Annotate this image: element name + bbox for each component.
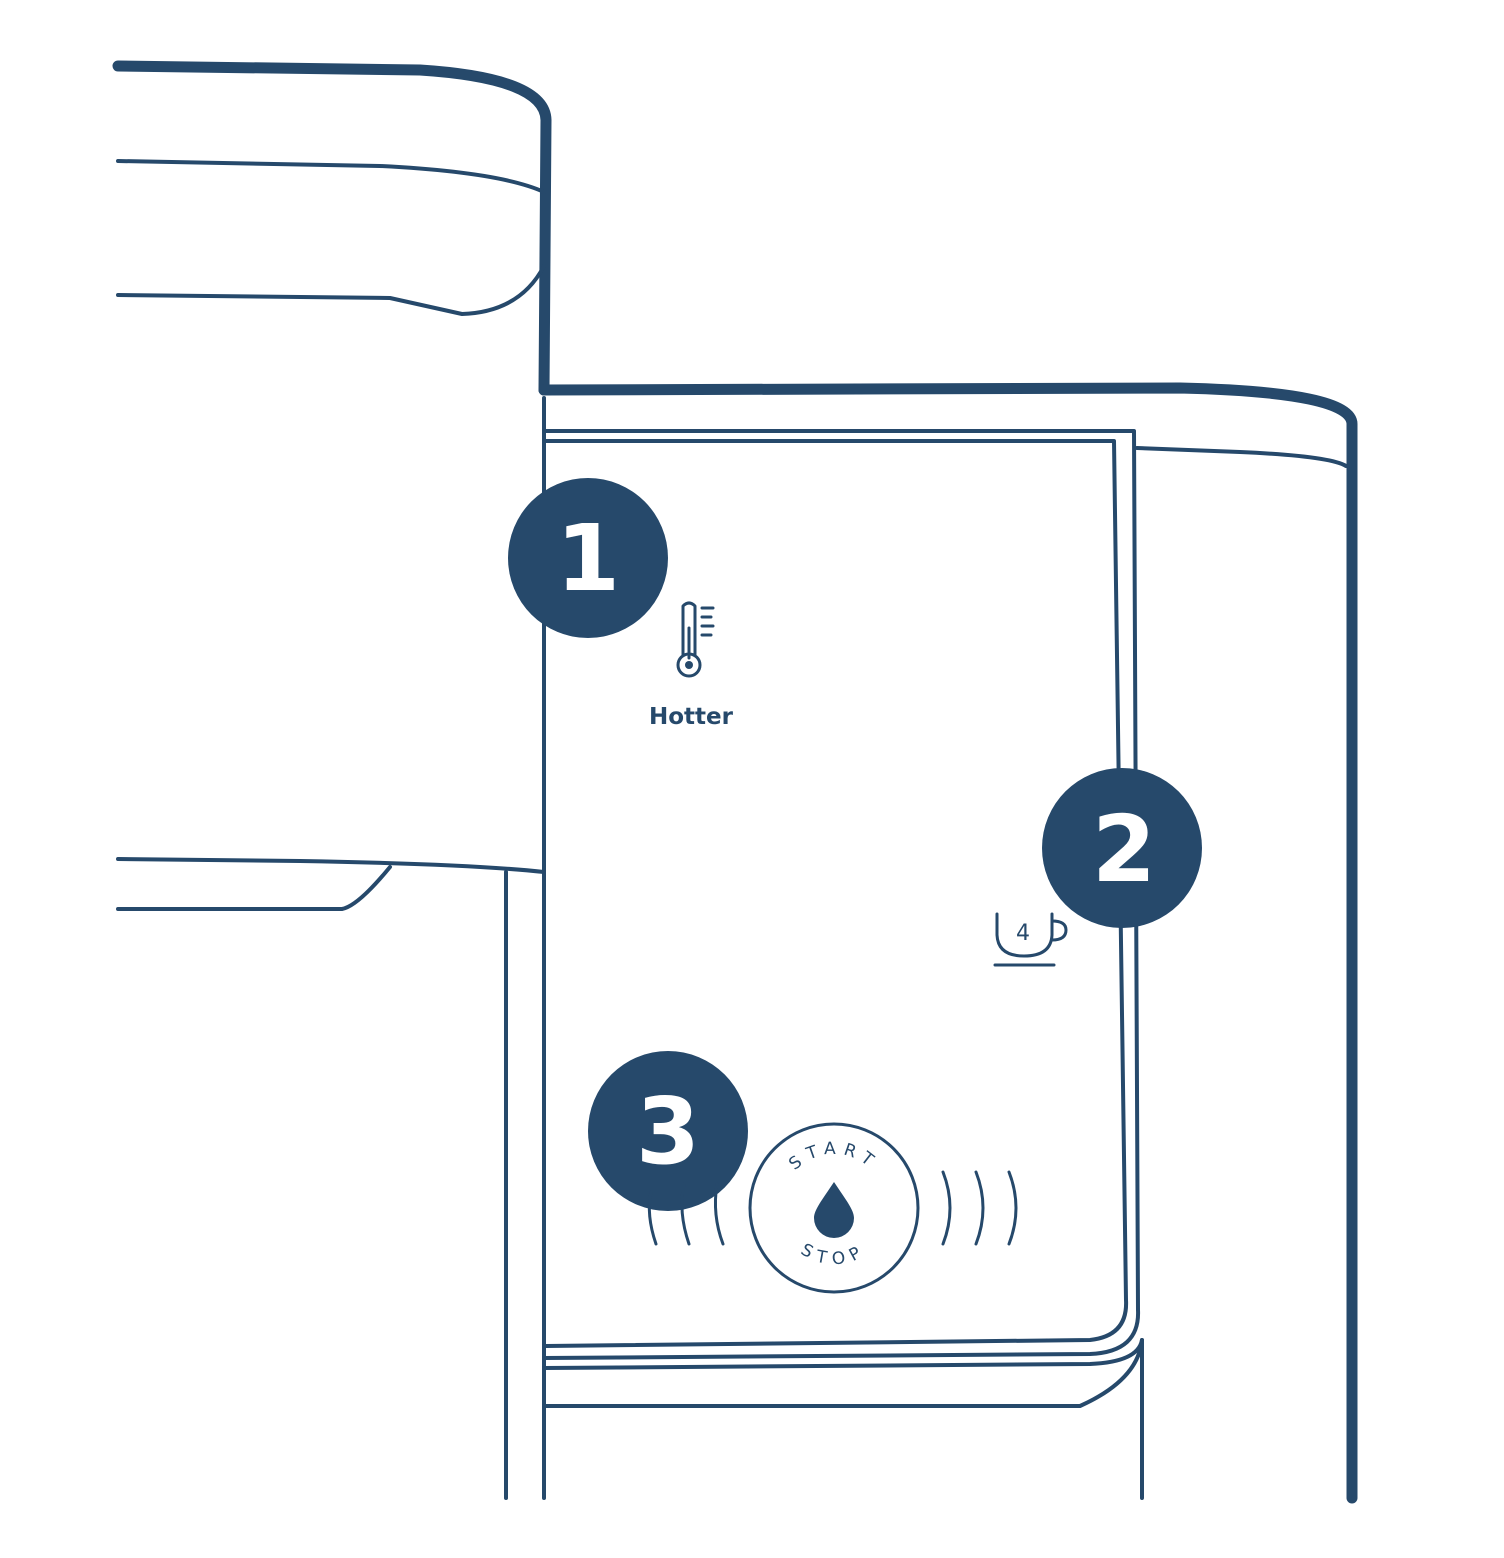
temperature-label: Hotter (649, 704, 734, 730)
right-signal-lines (941, 1170, 1018, 1246)
start-label: START (785, 1139, 875, 1175)
cup-size-button[interactable]: 4 (993, 912, 1068, 967)
start-stop-button[interactable]: START STOP (748, 1122, 920, 1294)
callout-2: 2 (1042, 768, 1202, 928)
stop-label: STOP (797, 1240, 863, 1270)
callout-1: 1 (508, 478, 668, 638)
cup-icon (993, 912, 1068, 967)
callout-3: 3 (588, 1051, 748, 1211)
callout-3-number: 3 (636, 1078, 700, 1185)
svg-text:STOP: STOP (797, 1240, 870, 1270)
callout-2-number: 2 (1092, 796, 1156, 903)
water-drop-icon (814, 1182, 854, 1238)
thermometer-icon (676, 601, 715, 678)
left-signal-lines (647, 1182, 725, 1246)
svg-text:START: START (785, 1139, 882, 1175)
cup-size-value: 4 (1016, 921, 1030, 946)
temperature-button[interactable]: Hotter (649, 601, 734, 730)
callout-1-number: 1 (556, 505, 620, 612)
